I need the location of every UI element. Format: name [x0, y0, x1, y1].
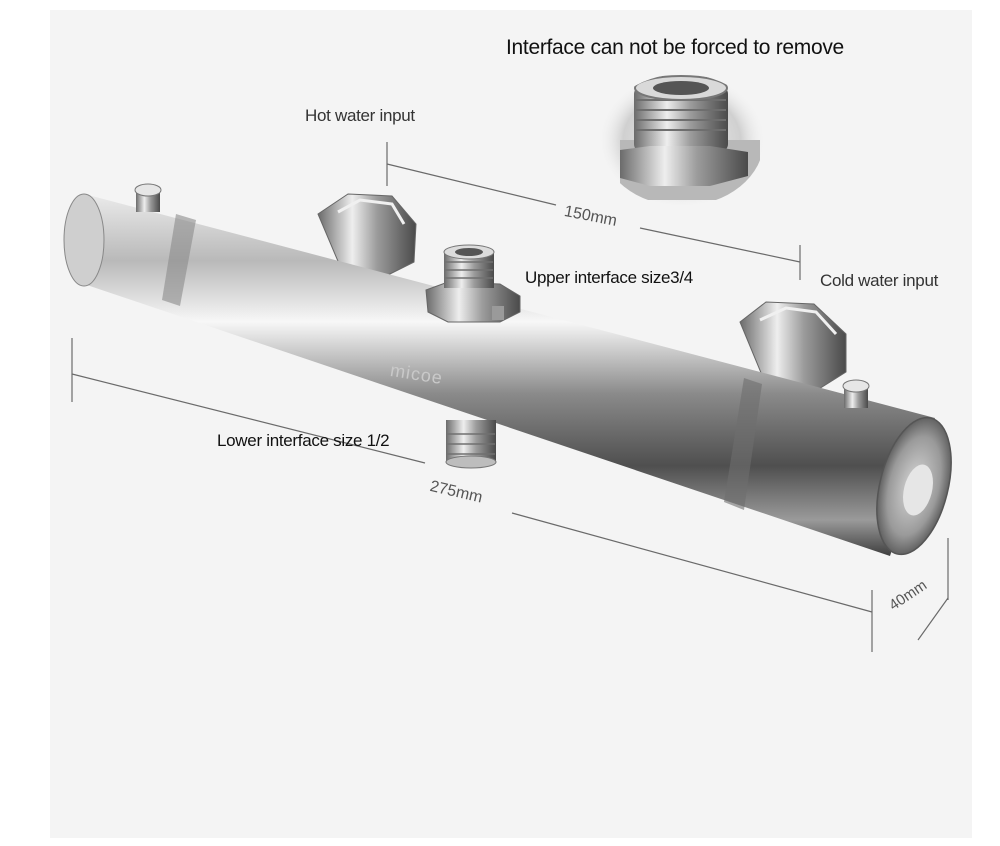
- valve-body: [63, 193, 935, 556]
- top-button-left: [134, 183, 162, 212]
- lower-interface-label: Lower interface size 1/2: [217, 431, 390, 450]
- end-cap: [876, 416, 952, 556]
- hot-water-label: Hot water input: [305, 106, 415, 125]
- upper-interface-label: Upper interface size3/4: [525, 268, 693, 287]
- lower-connector: [445, 420, 497, 469]
- connector-callout-title: Interface can not be forced to remove: [506, 36, 844, 59]
- dimension-lines: [71, 142, 949, 652]
- cold-water-label: Cold water input: [820, 271, 939, 290]
- connector-detail-inset: [598, 72, 766, 208]
- upper-connector: [425, 244, 521, 323]
- top-button-right: [842, 379, 870, 408]
